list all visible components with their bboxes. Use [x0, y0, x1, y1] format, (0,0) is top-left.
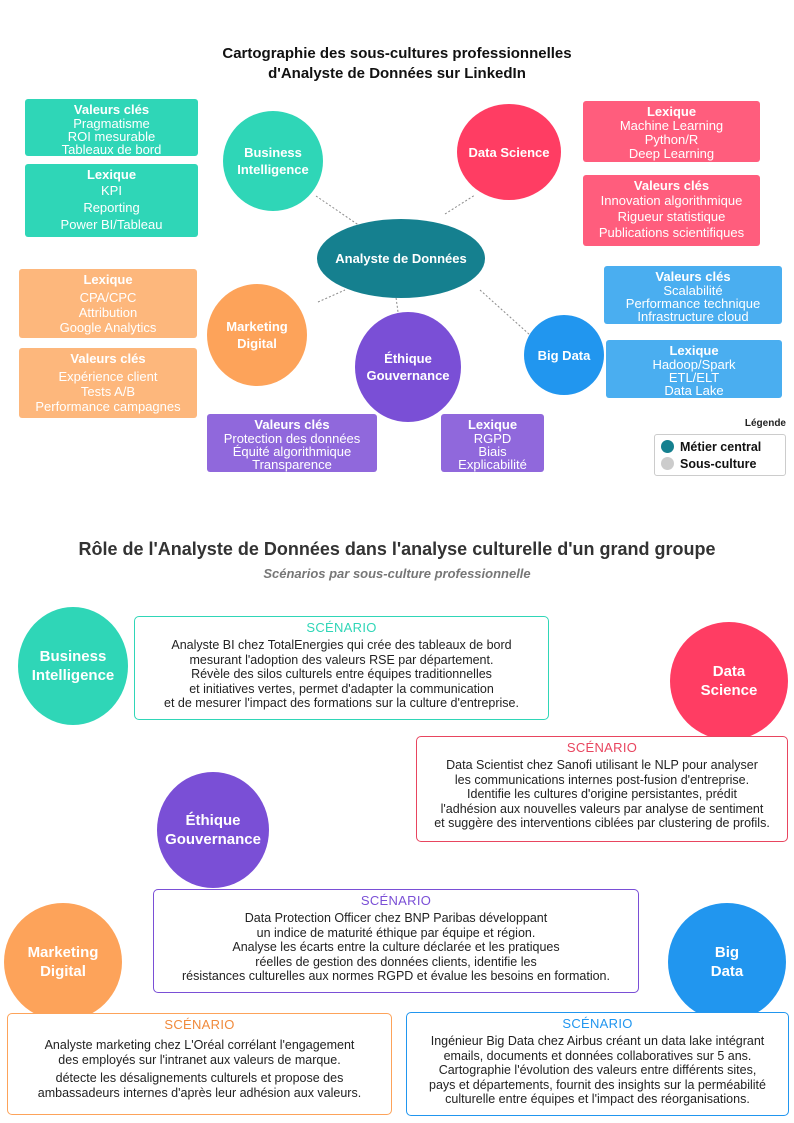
box-eth-lexique: Lexique RGPD Biais Explicabilité	[441, 414, 544, 472]
scenario-box-eth: SCÉNARIO Data Protection Officer chez BN…	[153, 889, 639, 993]
box-ds-valeurs: Valeurs clés Innovation algorithmique Ri…	[583, 175, 760, 246]
node-big-data: Big Data	[524, 315, 604, 395]
box-bi-valeurs: Valeurs clés Pragmatisme ROI mesurable T…	[25, 99, 198, 156]
box-eth-valeurs: Valeurs clés Protection des données Équi…	[207, 414, 377, 472]
connector-bd	[479, 289, 531, 336]
scenario-header: SCÉNARIO	[164, 1017, 235, 1032]
connector-lines	[315, 194, 531, 336]
scenario-header: SCÉNARIO	[566, 740, 638, 755]
scenario-box-mk: SCÉNARIO Analyste marketing chez L'Oréal…	[7, 1013, 392, 1115]
legend-title: Légende	[744, 418, 786, 429]
node-data-science: Data Science	[457, 104, 561, 200]
legend: Légende Métier central Sous-culture	[654, 418, 786, 476]
scenarios-subtitle: Scénarios par sous-culture professionnel…	[263, 566, 531, 581]
legend-dot-central	[661, 440, 674, 453]
box-mk-lexique: Lexique CPA/CPC Attribution Google Analy…	[19, 269, 197, 338]
box-ds-lexique: Lexique Machine Learning Python/R Deep L…	[583, 101, 760, 162]
legend-box: Métier central Sous-culture	[654, 434, 786, 476]
scenario-box-bi: SCÉNARIO Analyste BI chez TotalEnergies …	[134, 616, 549, 720]
node-analyste-de-donnees: Analyste de Données	[317, 219, 485, 298]
scenario-box-bd: SCÉNARIO Ingénieur Big Data chez Airbus …	[406, 1012, 789, 1116]
connector-mk	[317, 289, 346, 303]
legend-dot-sub	[661, 457, 674, 470]
legend-item-sub: Sous-culture	[661, 455, 779, 472]
box-bd-valeurs: Valeurs clés Scalabilité Performance tec…	[604, 266, 782, 324]
scenario-header: SCÉNARIO	[360, 893, 432, 908]
scenarios-title: Rôle de l'Analyste de Données dans l'ana…	[78, 539, 716, 559]
connector-ds	[444, 194, 476, 215]
map-title: Cartographie des sous-cultures professio…	[222, 45, 572, 82]
legend-item-central: Métier central	[661, 438, 779, 455]
scenario-box-ds: SCÉNARIO Data Scientist chez Sanofi util…	[416, 736, 788, 842]
box-bd-lexique: Lexique Hadoop/Spark ETL/ELT Data Lake	[606, 340, 782, 398]
box-bi-lexique: Lexique KPI Reporting Power BI/Tableau	[25, 164, 198, 237]
connector-bi	[315, 195, 361, 227]
scenario-header: SCÉNARIO	[306, 620, 377, 635]
box-mk-valeurs: Valeurs clés Expérience client Tests A/B…	[19, 348, 197, 418]
scenario-header: SCÉNARIO	[562, 1016, 633, 1031]
